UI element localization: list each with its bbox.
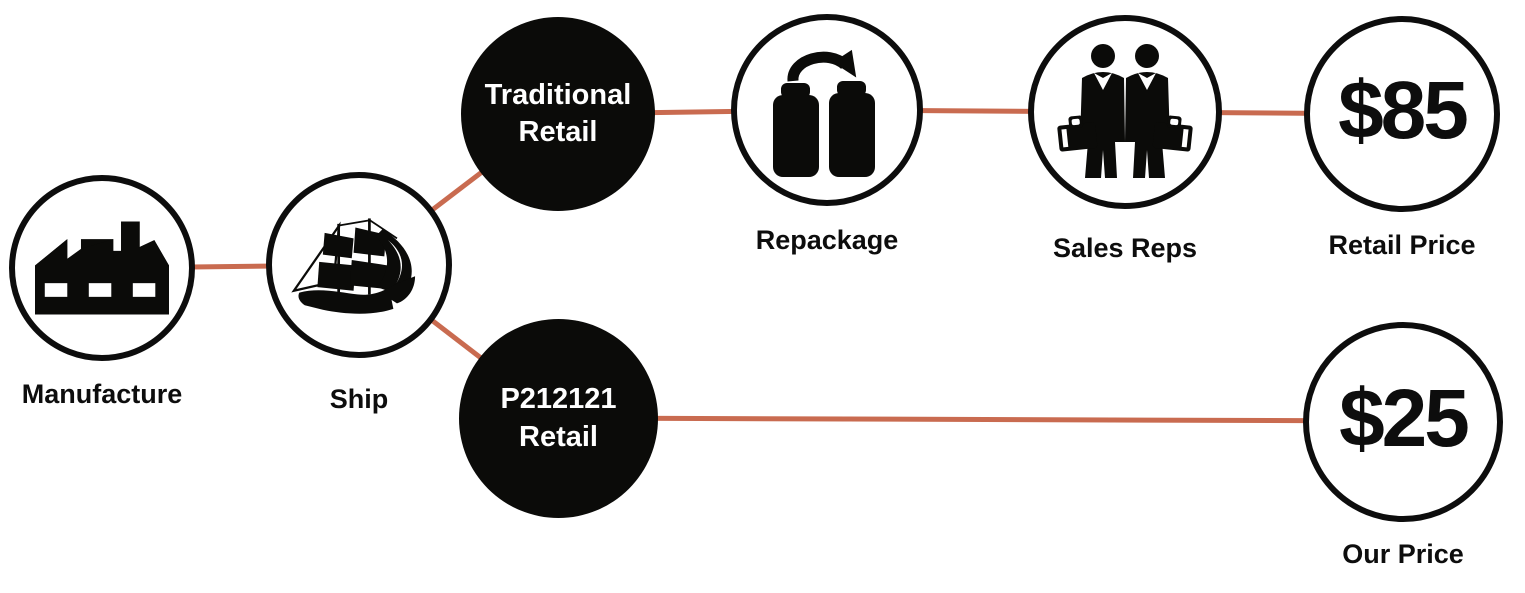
sales-reps-label: Sales Reps bbox=[1052, 233, 1198, 263]
tall-ship-icon bbox=[291, 218, 416, 314]
ship-circle bbox=[266, 172, 452, 358]
repackage-circle bbox=[731, 14, 923, 206]
repackage-label: Repackage bbox=[755, 225, 899, 255]
traditional-retail-line2: Retail bbox=[518, 116, 598, 148]
retail-price-value: $85 bbox=[1338, 65, 1469, 156]
traditional-retail-line1: Traditional bbox=[484, 78, 632, 111]
edge-p212121-ourprice bbox=[558, 415, 1404, 424]
manufacture-circle bbox=[9, 175, 195, 361]
traditional-retail-text: Traditional Retail bbox=[485, 77, 632, 151]
retail-price-circle: $85 bbox=[1304, 16, 1500, 212]
our-price-label: Our Price bbox=[1342, 539, 1464, 569]
ship-label: Ship bbox=[329, 384, 389, 414]
node-traditional-retail: Traditional Retail bbox=[461, 17, 655, 211]
node-p212121-retail: P212121 Retail bbox=[459, 319, 658, 518]
manufacture-label: Manufacture bbox=[21, 379, 183, 409]
p212121-retail-circle: P212121 Retail bbox=[459, 319, 658, 518]
node-manufacture: Manufacture bbox=[9, 175, 195, 409]
sales-reps-icon bbox=[1057, 44, 1193, 178]
sales-reps-circle bbox=[1028, 15, 1222, 209]
our-price-circle: $25 bbox=[1303, 322, 1503, 522]
node-our-price: $25 Our Price bbox=[1303, 322, 1503, 569]
node-retail-price: $85 Retail Price bbox=[1304, 16, 1500, 260]
p212121-retail-line1: P212121 bbox=[500, 383, 617, 416]
factory-icon bbox=[35, 221, 169, 315]
node-sales-reps: Sales Reps bbox=[1028, 15, 1222, 263]
node-ship: Ship bbox=[266, 172, 452, 414]
our-price-value: $25 bbox=[1339, 373, 1470, 464]
p212121-retail-line2: Retail bbox=[519, 420, 598, 453]
node-repackage: Repackage bbox=[731, 14, 923, 255]
traditional-retail-circle: Traditional Retail bbox=[461, 17, 655, 211]
p212121-retail-text: P212121 Retail bbox=[500, 381, 616, 455]
bottles-repackage-icon bbox=[773, 49, 875, 177]
retail-price-label: Retail Price bbox=[1328, 230, 1476, 260]
